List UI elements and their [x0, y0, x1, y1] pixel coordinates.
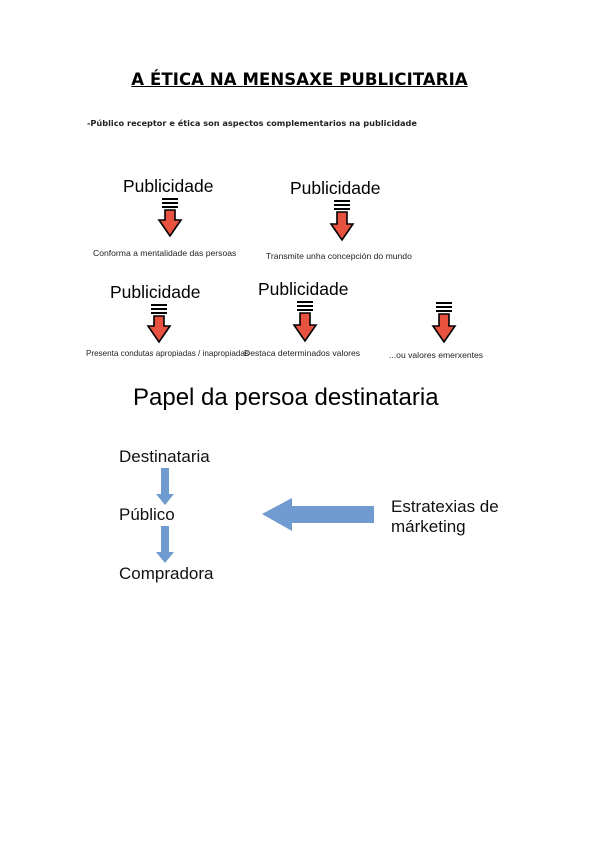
caption-emerxentes: ...ou valores emerxentes — [389, 350, 484, 360]
caption-condutas: Presenta condutas apropiadas / inapropia… — [86, 349, 249, 358]
caption-concepcion: Transmite unha concepción do mundo — [266, 251, 412, 261]
caption-mentalidade: Conforma a mentalidade das persoas — [93, 248, 237, 258]
publicidade-label-4: Publicidade — [258, 279, 349, 299]
role-heading: Papel da persoa destinataria — [133, 384, 439, 411]
down-arrow-icon — [156, 468, 174, 505]
publicidade-label-3: Publicidade — [110, 282, 201, 302]
left-arrow-icon — [262, 498, 374, 531]
down-arrow-icon — [156, 526, 174, 563]
strategies-text: Estratexias de márketing — [391, 497, 499, 536]
step-compradora: Compradora — [119, 564, 214, 583]
striped-down-arrow-icon — [157, 198, 183, 238]
striped-down-arrow-icon — [431, 302, 457, 344]
striped-down-arrow-icon — [329, 200, 355, 242]
striped-down-arrow-icon — [292, 301, 318, 343]
step-publico: Público — [119, 505, 175, 524]
publicidade-label-2: Publicidade — [290, 178, 381, 198]
striped-down-arrow-icon — [146, 304, 172, 344]
caption-valores: Destaca determinados valores — [244, 348, 361, 358]
intro-text: -Público receptor e ética son aspectos c… — [87, 118, 417, 128]
publicidade-label-1: Publicidade — [123, 176, 214, 196]
step-destinataria: Destinataria — [119, 447, 210, 466]
document-title: A ÉTICA NA MENSAXE PUBLICITARIA — [131, 70, 468, 89]
